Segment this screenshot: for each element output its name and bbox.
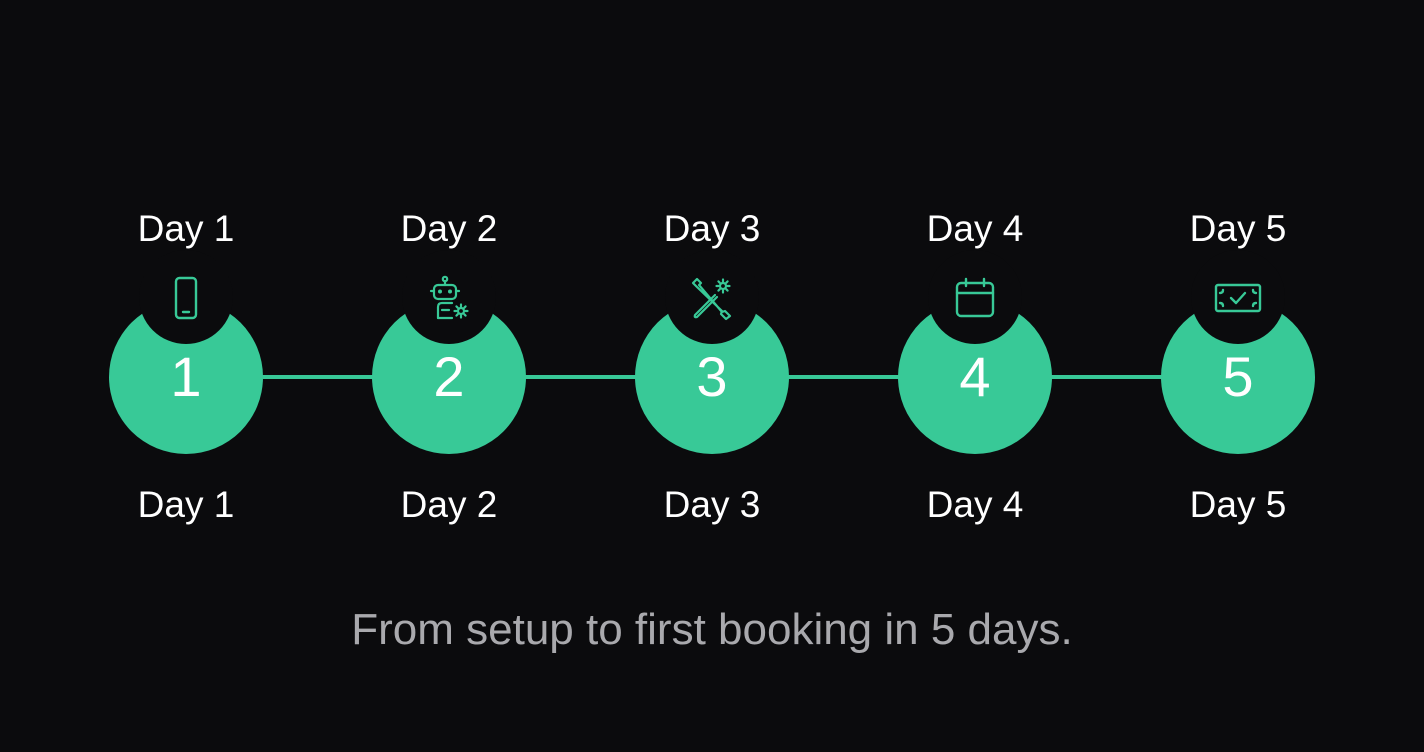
step-4-bottom-label: Day 4 (926, 484, 1024, 525)
step-1-number: 1 (170, 345, 202, 408)
step-2-bottom-label: Day 2 (400, 484, 498, 525)
timeline-step-4: Day 4 4 Day 4 (855, 0, 1095, 752)
timeline-step-3: Day 3 3 Day 3 (592, 0, 832, 752)
step-3-top-label: Day 3 (663, 208, 761, 249)
step-1-top-label: Day 1 (137, 208, 235, 249)
step-3-number: 3 (696, 345, 728, 408)
step-1-bottom-label: Day 1 (137, 484, 235, 525)
step-2-number: 2 (433, 345, 465, 408)
step-5-bottom-label: Day 5 (1189, 484, 1287, 525)
step-4-number: 4 (959, 345, 991, 408)
timeline-step-1: Day 1 1 Day 1 (66, 0, 306, 752)
step-4-icon-notch (928, 250, 1022, 344)
step-1-icon-notch (139, 250, 233, 344)
timeline-step-5: Day 5 5 Day 5 (1118, 0, 1358, 752)
step-2-top-label: Day 2 (400, 208, 498, 249)
step-5-top-label: Day 5 (1189, 208, 1287, 249)
timeline-step-2: Day 2 2 Day 2 (329, 0, 569, 752)
step-5-icon-notch (1191, 250, 1285, 344)
cash-check-icon (1214, 274, 1262, 322)
wrench-screwdriver-settings-icon (688, 274, 736, 322)
calendar-icon (951, 274, 999, 322)
step-3-bottom-label: Day 3 (663, 484, 761, 525)
step-4-top-label: Day 4 (926, 208, 1024, 249)
smartphone-icon (162, 274, 210, 322)
robot-settings-icon (425, 274, 473, 322)
step-5-number: 5 (1222, 345, 1254, 408)
step-2-icon-notch (402, 250, 496, 344)
timeline-caption: From setup to first booking in 5 days. (351, 605, 1073, 654)
